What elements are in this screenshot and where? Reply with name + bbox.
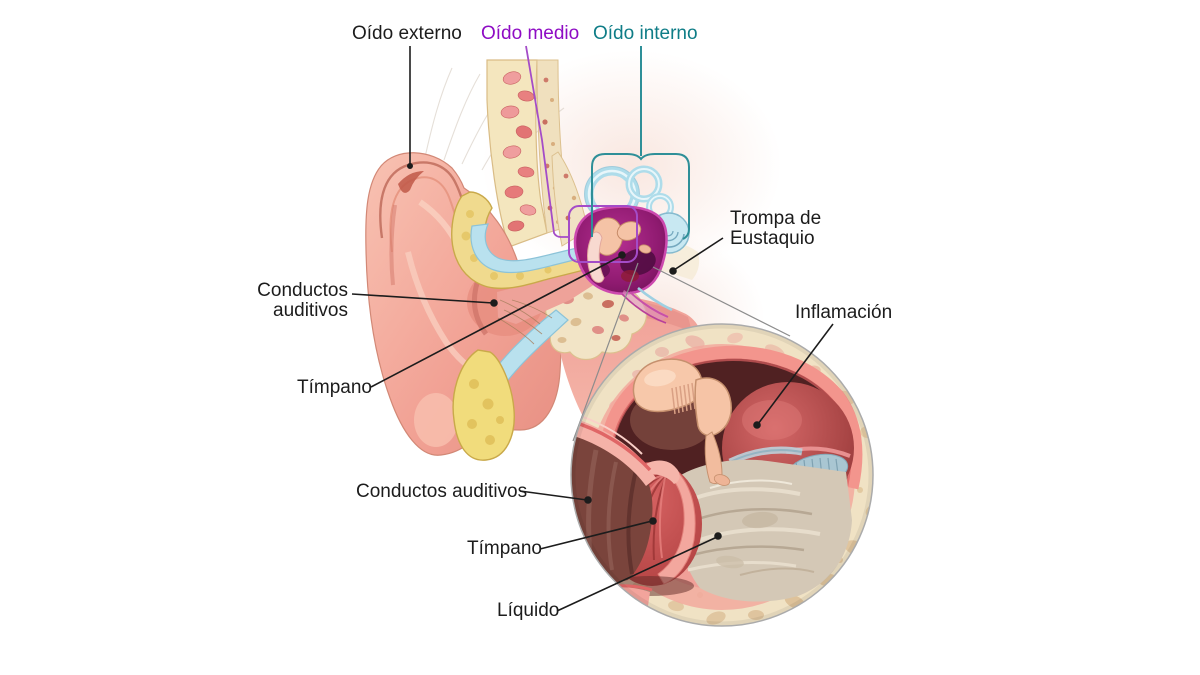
label-oido-medio: Oído medio [481,23,580,44]
ear-lobe [414,393,458,447]
label-liquido: Líquido [497,600,560,621]
inset-circle-outline [570,323,874,627]
leader-lines [351,46,834,612]
fluid-effusion [675,459,852,602]
leader-trompa [669,237,724,275]
eustachian-tube [621,287,673,324]
leader-conductos-bottom [519,490,592,504]
leader-timpano-bottom [539,517,657,550]
middle-ear-roi-box [568,205,638,263]
middle-ear [573,205,668,295]
label-oido-interno: Oído interno [593,23,698,44]
label-timpano-top: Tímpano [297,377,372,398]
leader-conductos-top [351,293,498,307]
inset-middle-ear-circle [570,323,874,627]
magnifier-cone-lines [572,262,791,442]
helix-notch [398,171,424,193]
leader-inflamacion [753,323,834,429]
leader-oido-externo [406,46,413,170]
inner-ear-bracket [591,153,690,240]
label-inflamacion: Inflamación [795,302,893,323]
region-markers [525,45,690,263]
label-conductos-auditivos-top: Conductos auditivos [257,280,348,321]
leader-liquido [556,532,722,612]
middle-ear-connector-line [525,45,569,238]
skull-bone [486,59,589,248]
ossicles [592,217,652,256]
ossicles-magnified [630,358,732,486]
leader-timpano-top [370,251,626,388]
label-timpano-bottom: Tímpano [467,538,542,559]
label-oido-externo: Oído externo [352,23,462,44]
tympanic-membrane [587,231,605,283]
label-trompa-eustaquio: Trompa de Eustaquio [730,208,822,249]
label-conductos-auditivos-bottom: Conductos auditivos [356,481,528,502]
canal-hairs [497,299,553,345]
